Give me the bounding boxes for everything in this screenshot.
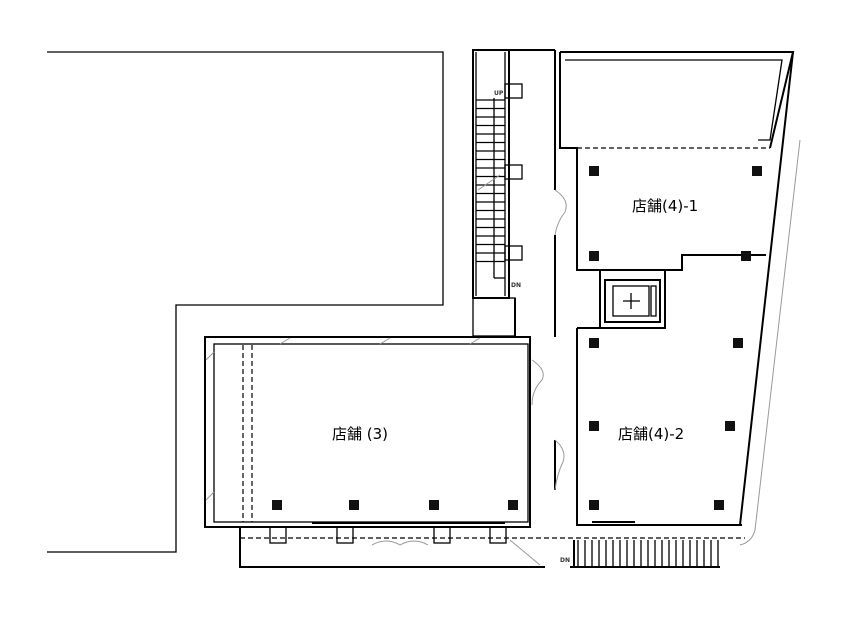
- column: [589, 500, 599, 510]
- corridor-walls: [509, 49, 567, 491]
- elevator: [604, 279, 661, 323]
- adjacent-building-outline: [47, 51, 444, 553]
- stairs-up-label: UP: [494, 90, 504, 97]
- column: [429, 500, 439, 510]
- column: [725, 421, 735, 431]
- column: [741, 251, 751, 261]
- shop-3-walls: [204, 336, 531, 528]
- column: [349, 500, 359, 510]
- column: [508, 500, 518, 510]
- shop-4-2-label: 店舗(4)-2: [618, 425, 684, 443]
- column: [714, 500, 724, 510]
- column: [272, 500, 282, 510]
- walkway: [239, 526, 745, 568]
- column: [589, 338, 599, 348]
- column: [589, 251, 599, 261]
- stairs-dn-label: DN: [511, 282, 521, 289]
- shop-4-1-label: 店舗(4)-1: [632, 197, 698, 215]
- stairs-dn-bottom-label: DN: [560, 557, 570, 564]
- column: [589, 166, 599, 176]
- shop-4-2-walls: [576, 328, 742, 526]
- column: [752, 166, 762, 176]
- column: [733, 338, 743, 348]
- shop-3-label: 店舗 (3): [332, 425, 388, 443]
- columns: [272, 166, 762, 510]
- shop-4-1-walls: [559, 51, 801, 546]
- column: [589, 421, 599, 431]
